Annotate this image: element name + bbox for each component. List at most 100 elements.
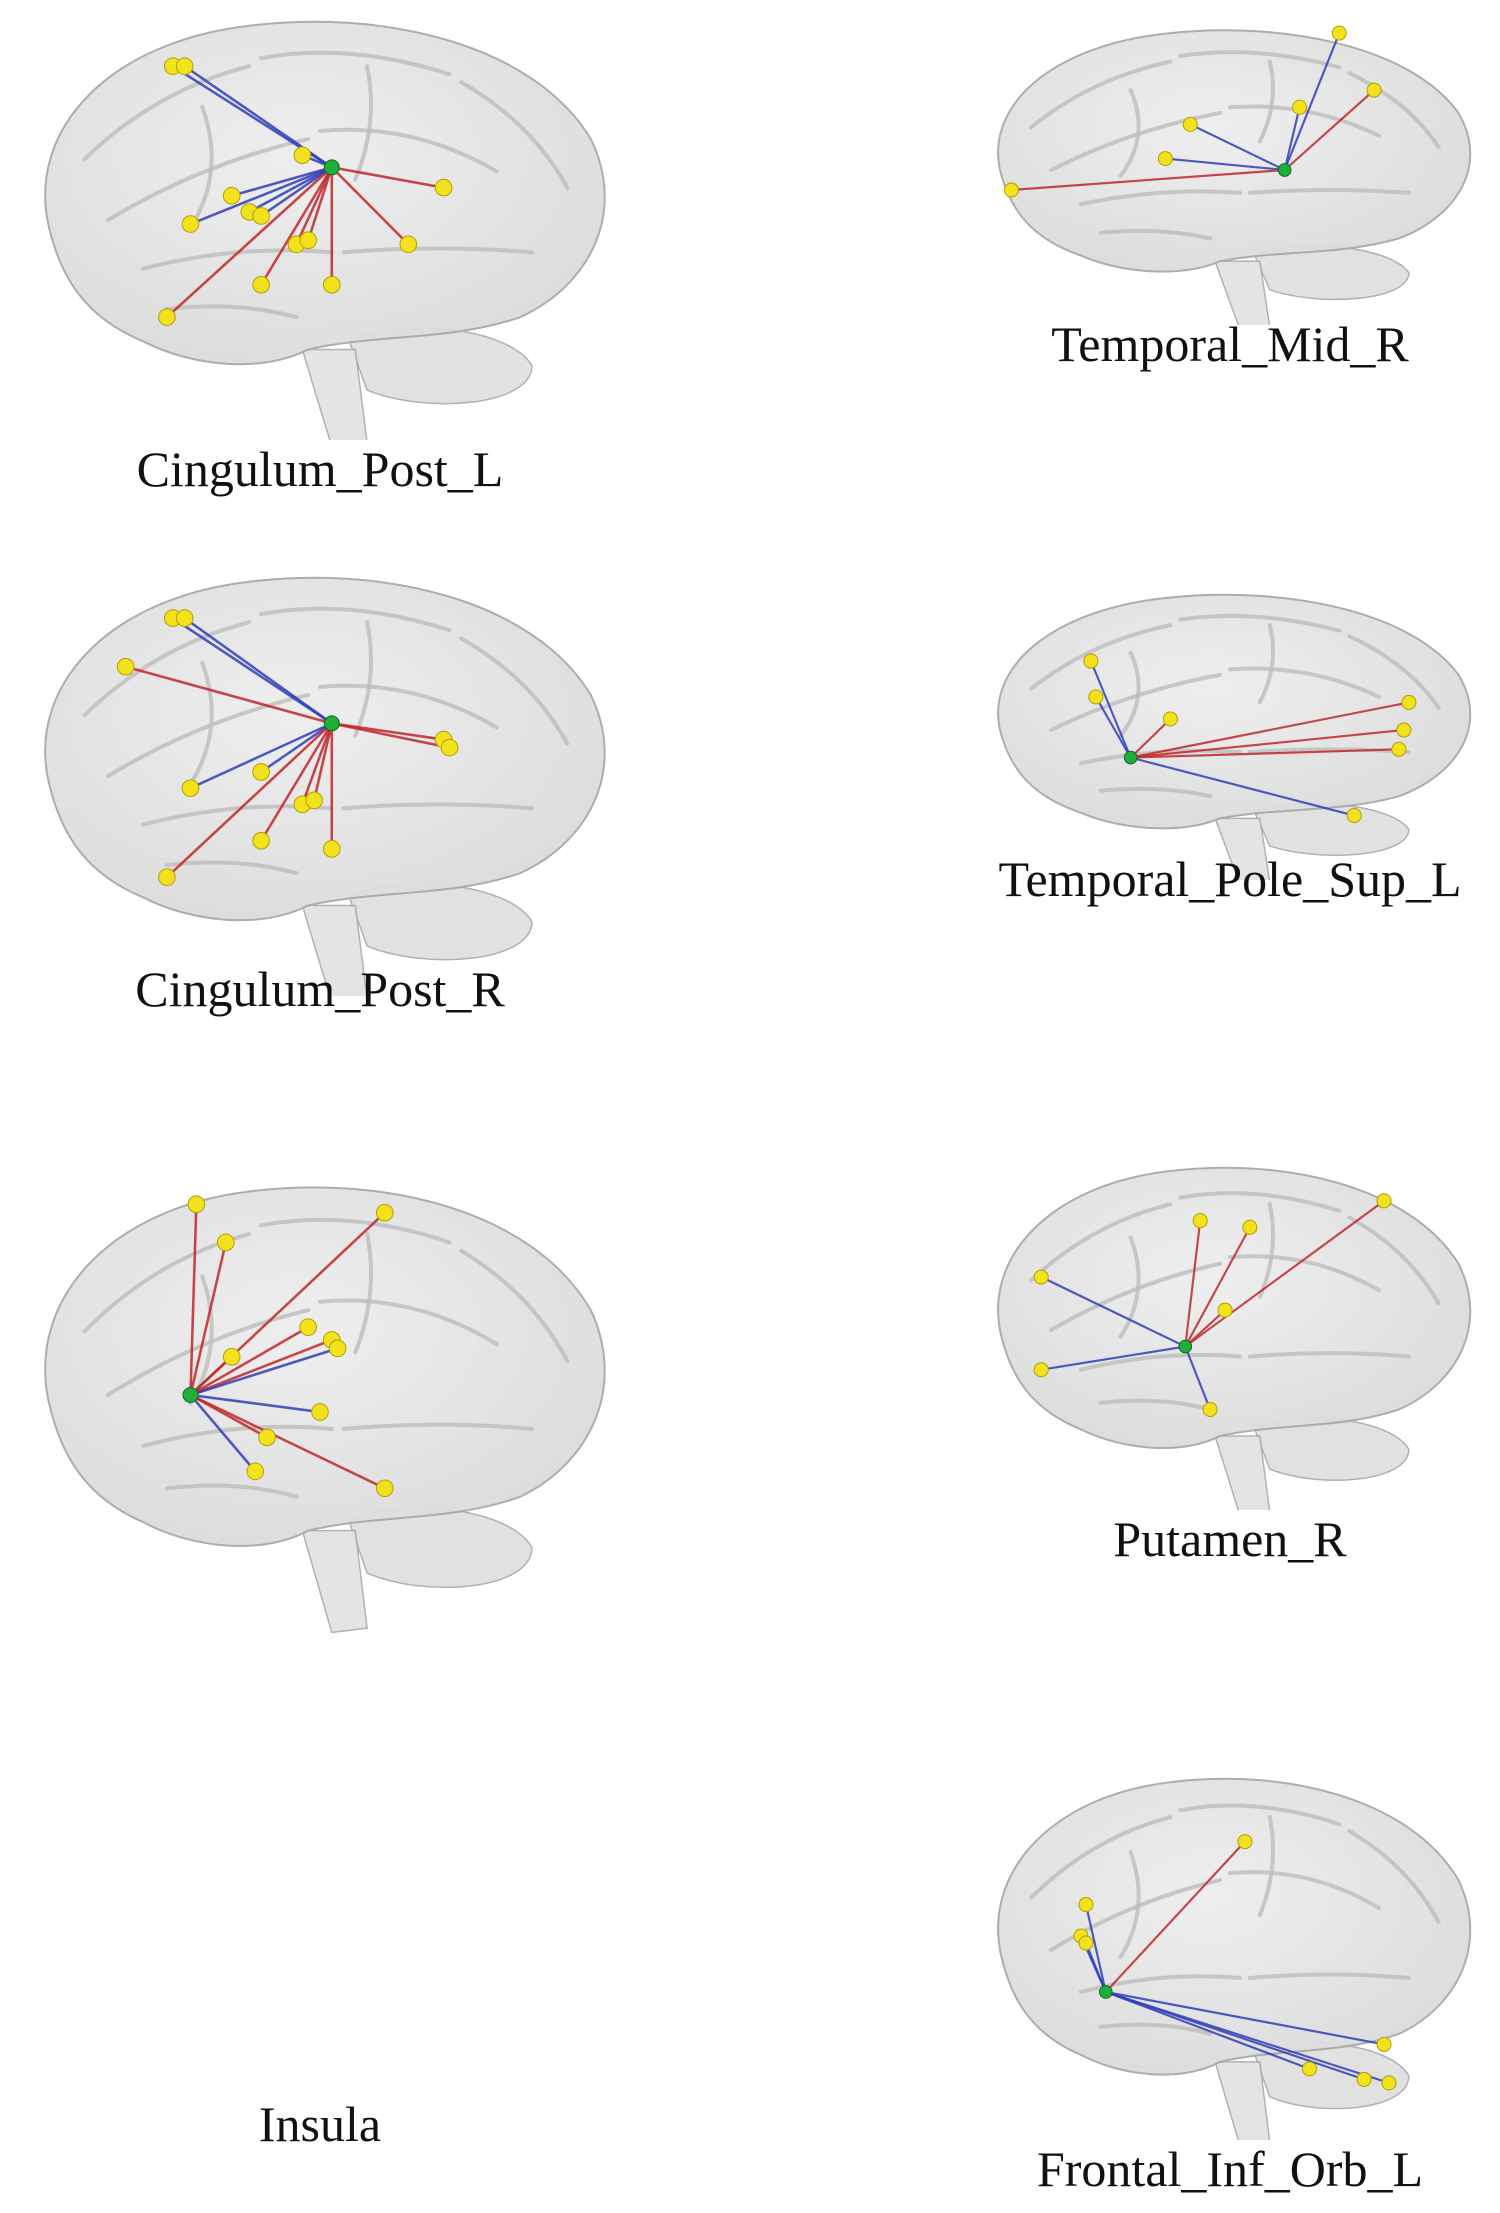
- target-node: [1202, 1401, 1218, 1418]
- gyrus-contour: [141, 1424, 334, 1448]
- target-node: [322, 840, 341, 858]
- target-node: [299, 1318, 318, 1336]
- seed-node: [1178, 1339, 1193, 1354]
- panel-cingulum-post-r: Cingulum_Post_R: [0, 556, 640, 1051]
- positive-connection: [189, 1338, 333, 1397]
- positive-connection: [166, 166, 333, 319]
- target-node: [216, 1233, 235, 1252]
- target-node: [1391, 741, 1407, 757]
- seed-node: [1277, 163, 1292, 177]
- panel-frontal-inf-orb-l: Frontal_Inf_Orb_L: [960, 1760, 1500, 2210]
- target-node: [252, 207, 270, 225]
- target-node: [1396, 722, 1412, 738]
- gyrus-contour: [1118, 1235, 1141, 1339]
- target-node: [328, 1339, 347, 1358]
- gyrus-contour: [1098, 786, 1213, 799]
- positive-connection: [125, 665, 333, 725]
- seed-node: [323, 715, 340, 732]
- panel-caption: Temporal_Pole_Sup_L: [998, 851, 1462, 907]
- gyrus-contour: [1049, 1878, 1223, 1952]
- target-node: [1366, 82, 1382, 98]
- gyrus-contour: [341, 246, 534, 255]
- gyrus-contour: [1247, 187, 1411, 195]
- target-node: [1003, 182, 1019, 198]
- seed-node: [323, 159, 340, 176]
- panel-caption: Putamen_R: [1113, 1511, 1347, 1567]
- negative-connection: [1084, 1942, 1107, 1993]
- target-node: [305, 791, 323, 810]
- target-node: [375, 1203, 394, 1222]
- target-node: [434, 178, 453, 197]
- panel-caption: Insula: [258, 2096, 382, 2152]
- negative-connection: [260, 722, 333, 774]
- brain-view: [997, 1777, 1472, 2140]
- gyrus-contour: [1247, 1972, 1411, 1980]
- positive-connection: [189, 1204, 198, 1396]
- brainstem: [301, 348, 368, 440]
- negative-connection: [189, 166, 333, 226]
- panel-caption: Cingulum_Post_R: [135, 961, 505, 1017]
- gyrus-contour: [106, 1308, 311, 1397]
- brain-view: [44, 576, 606, 996]
- gyrus-contour: [1347, 634, 1441, 710]
- gyrus-contour: [1247, 747, 1411, 755]
- target-node: [158, 308, 176, 326]
- target-node: [1182, 116, 1198, 132]
- gyrus-contour: [1118, 1850, 1141, 1959]
- negative-connection: [1189, 123, 1286, 171]
- panel-insula: Insula: [0, 1095, 640, 2205]
- cerebrum: [997, 29, 1472, 273]
- gyrus-contour: [353, 1231, 374, 1355]
- target-node: [440, 738, 459, 757]
- positive-connection: [260, 722, 333, 842]
- gyrus-contour: [1029, 59, 1173, 130]
- target-node: [1242, 1219, 1258, 1235]
- positive-connection: [1105, 1840, 1246, 1993]
- target-node: [1292, 99, 1308, 115]
- cerebrum: [997, 1166, 1472, 1449]
- gyrus-contour: [459, 80, 570, 190]
- positive-connection: [1130, 748, 1399, 759]
- gyrus-contour: [1178, 1803, 1342, 1827]
- panel-cingulum-post-l: Cingulum_Post_L: [0, 0, 640, 497]
- gyrus-contour: [1118, 88, 1141, 178]
- positive-connection: [1011, 168, 1285, 192]
- positive-connection: [260, 166, 333, 286]
- gyrus-contour: [1078, 1352, 1242, 1372]
- gyrus-contour: [82, 620, 252, 718]
- gyrus-contour: [1049, 1261, 1223, 1332]
- gyrus-contour: [1347, 1829, 1441, 1925]
- positive-connection: [1184, 1220, 1202, 1347]
- panel-putamen-r: Putamen_R: [960, 1150, 1500, 1567]
- positive-connection: [1283, 89, 1375, 171]
- negative-connection: [1094, 696, 1132, 759]
- gyrus-contour: [1029, 1202, 1173, 1283]
- negative-connection: [248, 166, 333, 214]
- gyrus-contour: [353, 620, 373, 738]
- target-node: [175, 57, 194, 75]
- negative-connection: [1089, 660, 1132, 759]
- target-node: [293, 146, 312, 165]
- gyrus-contour: [1228, 1254, 1382, 1293]
- negative-connection: [260, 166, 333, 218]
- panel-temporal-mid-r: Temporal_Mid_R: [960, 15, 1500, 375]
- negative-connection: [189, 1394, 257, 1473]
- negative-connection: [1130, 756, 1355, 817]
- negative-connection: [1041, 1345, 1186, 1371]
- target-node: [1033, 1269, 1049, 1285]
- seed-node: [182, 1387, 199, 1403]
- negative-connection: [231, 166, 333, 197]
- gyrus-contour: [1049, 672, 1223, 732]
- gyrus-contour: [1178, 50, 1342, 70]
- negative-connection: [1084, 1904, 1107, 1993]
- positive-connection: [189, 1242, 228, 1396]
- brain-view: [997, 1166, 1472, 1510]
- negative-connection: [1105, 1990, 1385, 2046]
- cerebrum: [44, 1186, 606, 1548]
- gyrus-contour: [1257, 1815, 1276, 1918]
- positive-connection: [1184, 1309, 1226, 1348]
- target-node: [252, 275, 270, 294]
- panel-temporal-pole-sup-l: Temporal_Pole_Sup_L: [960, 580, 1500, 910]
- negative-connection: [1184, 1346, 1212, 1410]
- gyrus-contour: [164, 304, 299, 320]
